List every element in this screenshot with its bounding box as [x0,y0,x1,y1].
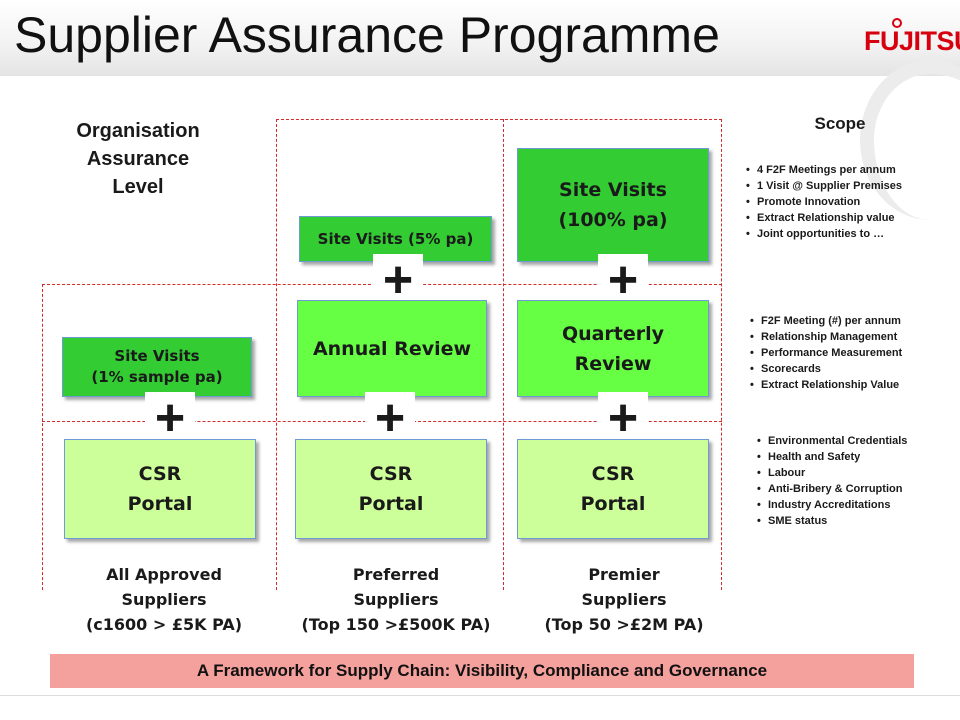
box-line: (100% pa) [558,209,668,231]
plus-sign: + [598,392,648,444]
heading-line: Organisation [76,120,200,142]
heading-line: Level [112,176,164,198]
grid-line-col2-right [503,119,504,590]
tier-line: Suppliers [581,590,667,609]
heading-line: Assurance [86,148,190,170]
tier-line: (Top 50 >£2M PA) [544,615,704,634]
grid-line-left [42,284,43,590]
plus-sign: + [145,392,195,444]
scope-item: Joint opportunities to … [746,226,902,242]
page-title: Supplier Assurance Programme [14,7,720,63]
grid-line-right [721,119,722,590]
annual-review-box: Annual Review [297,300,487,397]
box-line: Portal [127,493,193,515]
box-line: (1% sample pa) [91,368,223,386]
tier-line: Suppliers [353,590,439,609]
scope-item: 1 Visit @ Supplier Premises [746,178,902,194]
scope-item: Scorecards [750,361,902,377]
tier-line: (c1600 > £5K PA) [85,615,243,634]
box-line: Site Visits [114,347,200,365]
box-line: Site Visits [559,179,667,201]
box-line: Review [574,352,652,375]
scope-list-csr: Environmental Credentials Health and Saf… [757,433,907,529]
scope-item: Environmental Credentials [757,433,907,449]
box-line: Site Visits (5% pa) [317,230,474,248]
scope-list-premier: 4 F2F Meetings per annum 1 Visit @ Suppl… [746,162,902,242]
scope-item: Extract Relationship value [746,210,902,226]
framework-banner: A Framework for Supply Chain: Visibility… [50,654,914,688]
scope-item: Labour [757,465,907,481]
tier-label-preferred: Preferred Suppliers (Top 150 >£500K PA) [290,562,502,637]
plus-sign: + [365,392,415,444]
site-visits-box-col1: Site Visits (1% sample pa) [62,337,252,397]
tier-line: Suppliers [121,590,207,609]
tier-line: Preferred [352,565,440,584]
fujitsu-logo: FUJITSU [864,26,960,56]
scope-item: F2F Meeting (#) per annum [750,313,902,329]
scope-item: Health and Safety [757,449,907,465]
csr-portal-box-col2: CSR Portal [295,439,487,539]
plus-sign: + [598,254,648,306]
site-visits-box-col3: Site Visits (100% pa) [517,148,709,262]
scope-item: Promote Innovation [746,194,902,210]
scope-item: Performance Measurement [750,345,902,361]
box-line: Quarterly [561,322,665,345]
title-bar [0,0,960,76]
tier-line: All Approved [106,565,222,584]
tier-label-premier: Premier Suppliers (Top 50 >£2M PA) [520,562,728,637]
scope-item: Anti-Bribery & Corruption [757,481,907,497]
bottom-divider [0,695,960,696]
box-line: CSR [369,463,413,485]
scope-item: Extract Relationship Value [750,377,902,393]
csr-portal-box-col3: CSR Portal [517,439,709,539]
scope-item: 4 F2F Meetings per annum [746,162,902,178]
grid-line-top [276,119,722,120]
box-line: Portal [358,493,424,515]
plus-sign: + [373,254,423,306]
scope-item: Relationship Management [750,329,902,345]
scope-heading: Scope [814,114,866,133]
organisation-assurance-heading: Organisation Assurance Level [48,117,228,201]
scope-item: SME status [757,513,907,529]
tier-label-all-approved: All Approved Suppliers (c1600 > £5K PA) [60,562,268,637]
box-line: Portal [580,493,646,515]
box-line: CSR [138,463,182,485]
tier-line: Premier [588,565,660,584]
box-line: CSR [591,463,635,485]
scope-item: Industry Accreditations [757,497,907,513]
scope-list-review: F2F Meeting (#) per annum Relationship M… [750,313,902,393]
quarterly-review-box: Quarterly Review [517,300,709,397]
logo-infinity-mark [892,18,902,28]
csr-portal-box-col1: CSR Portal [64,439,256,539]
grid-line-col2-left [276,119,277,590]
tier-line: (Top 150 >£500K PA) [301,615,491,634]
box-line: Annual Review [312,337,472,360]
